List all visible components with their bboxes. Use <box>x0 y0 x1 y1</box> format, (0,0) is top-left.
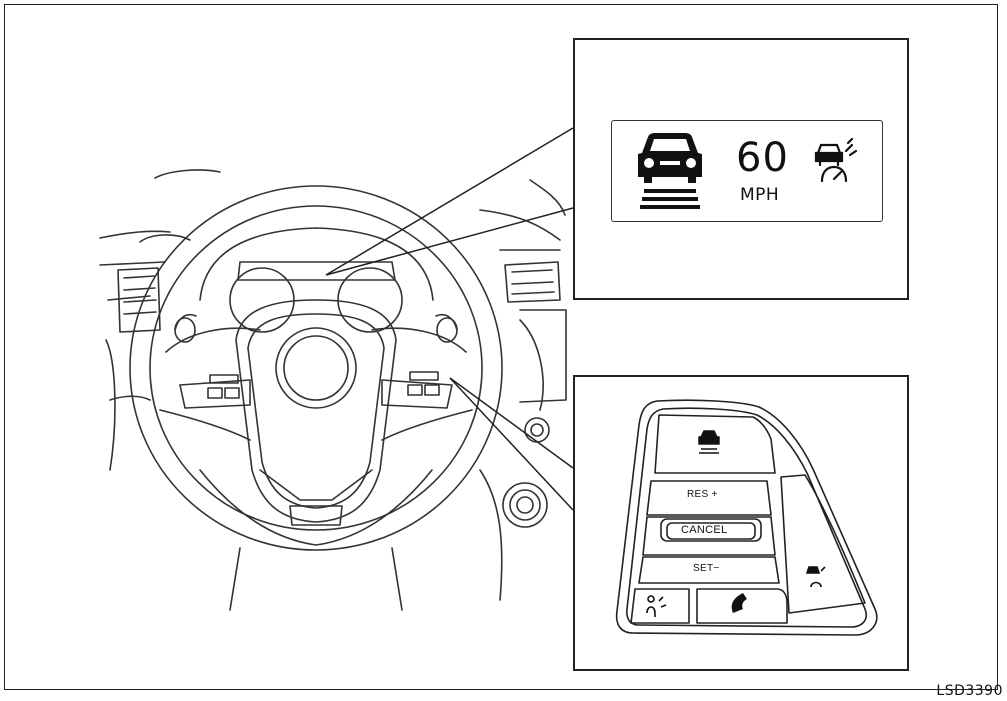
figure-frame <box>4 4 998 690</box>
phone-icon <box>731 593 747 613</box>
vehicle-ahead-distance-icon <box>638 133 702 209</box>
distance-icon <box>698 430 720 454</box>
figure-code: LSD3390 <box>936 683 1003 699</box>
steering-switch-inset: RES + CANCEL SET− <box>573 375 909 671</box>
meter-display-inset: 60 MPH <box>573 38 909 300</box>
cancel-label: CANCEL <box>681 524 728 536</box>
intelligent-cruise-icon <box>814 137 858 183</box>
res-plus-label: RES + <box>687 489 718 500</box>
set-minus-label: SET− <box>693 563 720 574</box>
cruise-icon <box>805 566 826 588</box>
voice-icon <box>646 595 667 617</box>
set-speed-value: 60 <box>736 135 789 181</box>
steering-switch-drawing <box>615 399 878 636</box>
speed-unit-label: MPH <box>740 185 780 205</box>
lcd-display-panel: 60 MPH <box>611 120 883 222</box>
